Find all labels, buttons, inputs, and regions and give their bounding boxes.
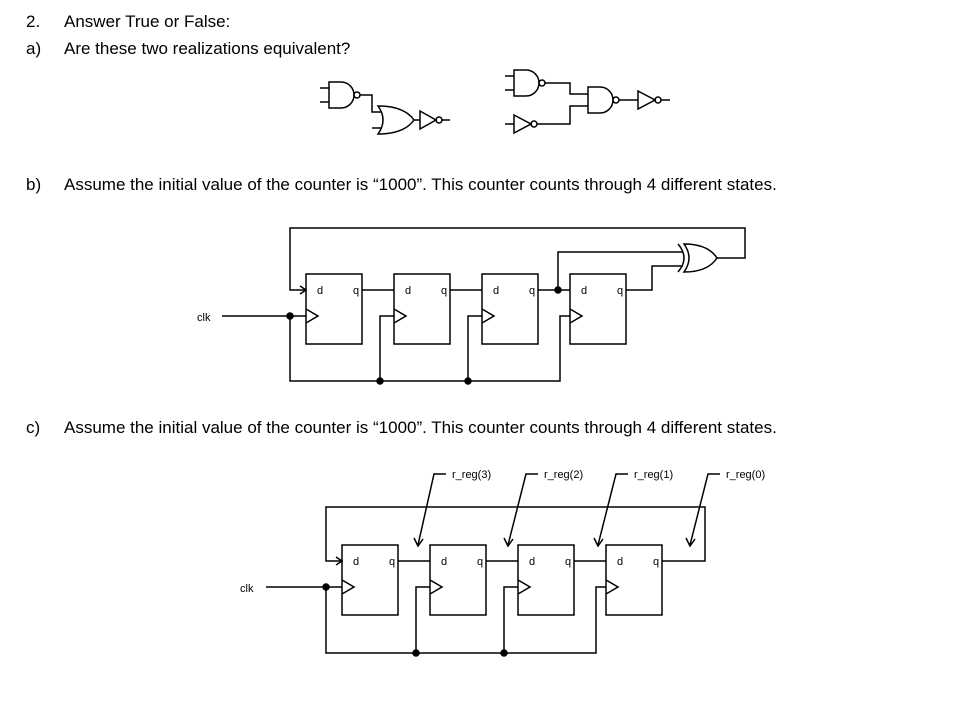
- or-gate: [376, 105, 415, 135]
- clock-input-marker: [341, 579, 356, 595]
- part-c-prompt: c) Assume the initial value of the counte…: [26, 418, 777, 438]
- clock-wire: [415, 586, 430, 653]
- inverter: [419, 109, 443, 131]
- wire: [557, 251, 683, 290]
- ff-q-label: q: [477, 556, 483, 568]
- question-title: Answer True or False:: [64, 12, 231, 31]
- ff-d-label: d: [581, 285, 587, 297]
- pointer-line: [507, 473, 538, 546]
- reg-label-3: r_reg(3): [452, 469, 491, 481]
- ff-q-label: q: [389, 556, 395, 568]
- ff-d-label: d: [353, 556, 359, 568]
- junction-dot: [500, 649, 508, 657]
- ff-d-label: d: [617, 556, 623, 568]
- inverter: [637, 89, 662, 111]
- ff-q-label: q: [617, 285, 623, 297]
- clock-wire: [325, 586, 606, 654]
- pointer-line: [597, 473, 628, 546]
- part-a-prompt: a) Are these two realizations equivalent?: [26, 39, 350, 59]
- nand-gate: [587, 86, 620, 114]
- wire: [360, 94, 381, 113]
- part-a-text: Are these two realizations equivalent?: [64, 39, 351, 58]
- reg-label-0: r_reg(0): [726, 469, 765, 481]
- nand-gate: [320, 81, 361, 109]
- clock-input-marker: [429, 579, 444, 595]
- ff-d-label: d: [441, 556, 447, 568]
- junction-dot: [464, 377, 472, 385]
- ff-d-label: d: [317, 285, 323, 297]
- nand-gate: [505, 69, 546, 97]
- ff-q-label: q: [353, 285, 359, 297]
- arrowhead: [299, 285, 308, 295]
- ff-q-label: q: [529, 285, 535, 297]
- feedback-wire: [325, 506, 706, 562]
- ff-q-label: q: [653, 556, 659, 568]
- arrowhead: [503, 537, 514, 548]
- part-b-prompt: b) Assume the initial value of the counte…: [26, 175, 777, 195]
- clock-input-marker: [569, 308, 584, 324]
- clock-wire: [379, 315, 394, 381]
- arrowhead: [413, 537, 424, 548]
- part-a-letter: a): [26, 39, 42, 58]
- part-c-letter: c): [26, 418, 41, 437]
- clk-label: clk: [197, 312, 211, 324]
- clock-wire: [467, 315, 482, 381]
- part-c-text: Assume the initial value of the counter …: [64, 418, 777, 437]
- clock-wire: [289, 315, 570, 382]
- part-b-circuit: [222, 227, 746, 385]
- junction-dot: [376, 377, 384, 385]
- feedback-wire: [289, 227, 746, 291]
- clock-input-marker: [481, 308, 496, 324]
- xor-gate: [677, 243, 718, 273]
- arrowhead: [593, 537, 604, 548]
- wire: [626, 265, 683, 291]
- wire: [545, 82, 588, 95]
- arrowhead: [685, 537, 696, 548]
- clock-input-marker: [305, 308, 320, 324]
- pointer-line: [417, 473, 446, 546]
- clock-input-marker: [605, 579, 620, 595]
- question-number: 2.: [26, 12, 41, 31]
- wire: [537, 105, 588, 125]
- clock-input-marker: [517, 579, 532, 595]
- clk-label: clk: [240, 583, 254, 595]
- ff-d-label: d: [529, 556, 535, 568]
- part-a-gates: [320, 69, 670, 135]
- junction-dot: [412, 649, 420, 657]
- part-b-text: Assume the initial value of the counter …: [64, 175, 777, 194]
- reg-label-2: r_reg(2): [544, 469, 583, 481]
- question-heading: 2. Answer True or False:: [26, 12, 230, 32]
- reg-label-1: r_reg(1): [634, 469, 673, 481]
- clock-input-marker: [393, 308, 408, 324]
- arrowhead: [335, 556, 344, 566]
- part-c-circuit: [266, 473, 720, 657]
- inverter: [513, 113, 538, 135]
- ff-d-label: d: [493, 285, 499, 297]
- clock-wire: [503, 586, 518, 653]
- ff-q-label: q: [565, 556, 571, 568]
- ff-q-label: q: [441, 285, 447, 297]
- pointer-line: [689, 473, 720, 546]
- part-b-letter: b): [26, 175, 42, 194]
- ff-d-label: d: [405, 285, 411, 297]
